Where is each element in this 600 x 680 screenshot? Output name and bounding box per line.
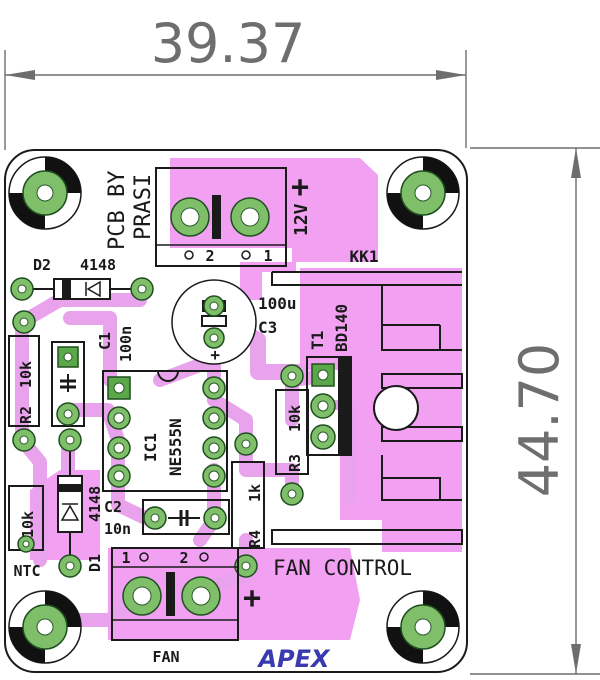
c2-ref: C2: [104, 498, 122, 516]
diode-d1: [57, 428, 83, 578]
resistor-r2: [8, 310, 40, 452]
c3-ref: C3: [258, 318, 277, 337]
r4-ref: R4: [246, 530, 264, 548]
t1-value: BD140: [332, 304, 351, 352]
credit-line2: PRASI: [131, 174, 156, 240]
ic1-value: NE555N: [166, 418, 185, 476]
capacitor-c2: [142, 499, 230, 535]
c1-ref: C1: [96, 332, 114, 350]
d1-ref: D1: [86, 554, 104, 572]
board-outline: [4, 149, 468, 673]
capacitor-c3: [171, 279, 257, 365]
r4-value: 1k: [246, 484, 264, 502]
resistor-r4: [231, 432, 265, 578]
r3-ref: R3: [286, 454, 304, 472]
ic1-ref: IC1: [141, 433, 160, 462]
mounting-hole-bottom-right: [386, 590, 460, 664]
brand-logo: APEX: [256, 645, 331, 673]
mounting-hole-top-left: [8, 156, 82, 230]
d1-value: 4148: [86, 486, 104, 522]
fan-control-label: FAN CONTROL: [273, 556, 412, 580]
c2-value: 10n: [104, 520, 131, 538]
height-dimension-label: 44.70: [508, 343, 571, 498]
terminal-block-fan: [111, 547, 239, 641]
mounting-hole-top-right: [386, 156, 460, 230]
d2-ref: D2: [33, 256, 51, 274]
terminal-block-power: [155, 167, 287, 267]
r2-value: 10k: [17, 361, 35, 388]
d2-value: 4148: [80, 256, 116, 274]
plus-top-label: +: [291, 170, 309, 205]
heatsink-kk1: [271, 271, 463, 545]
diode-d2: [10, 277, 154, 301]
ntc-thermistor: [8, 485, 44, 553]
t1-ref: T1: [308, 331, 327, 350]
c3-polarity: +: [205, 350, 224, 360]
heatsink-label: KK1: [350, 247, 379, 266]
credit-line1: PCB BY: [105, 171, 130, 250]
terminal-bottom-pin1-label: 1: [121, 549, 130, 567]
resistor-r3: [275, 364, 309, 506]
r2-ref: R2: [17, 406, 35, 424]
ntc-value: 10k: [19, 511, 37, 538]
terminal-bottom-pin2-label: 2: [179, 549, 188, 567]
ic1-chip: [102, 370, 228, 492]
r3-value: 10k: [286, 405, 304, 432]
terminal-top-pin1-label: 1: [263, 247, 272, 265]
c3-value: 100u: [258, 294, 297, 313]
mounting-hole-bottom-left: [8, 590, 82, 664]
fan-label: FAN: [152, 648, 179, 666]
width-dimension-label: 39.37: [151, 12, 306, 75]
capacitor-c1: [51, 341, 85, 427]
voltage-label: 12V: [291, 203, 312, 236]
plus-bottom-label: +: [243, 581, 261, 616]
c1-value: 100n: [117, 326, 135, 362]
transistor-t1: [306, 356, 352, 456]
terminal-top-pin2-label: 2: [205, 247, 214, 265]
dimension-lines: [4, 50, 600, 675]
ntc-label: NTC: [13, 562, 40, 580]
